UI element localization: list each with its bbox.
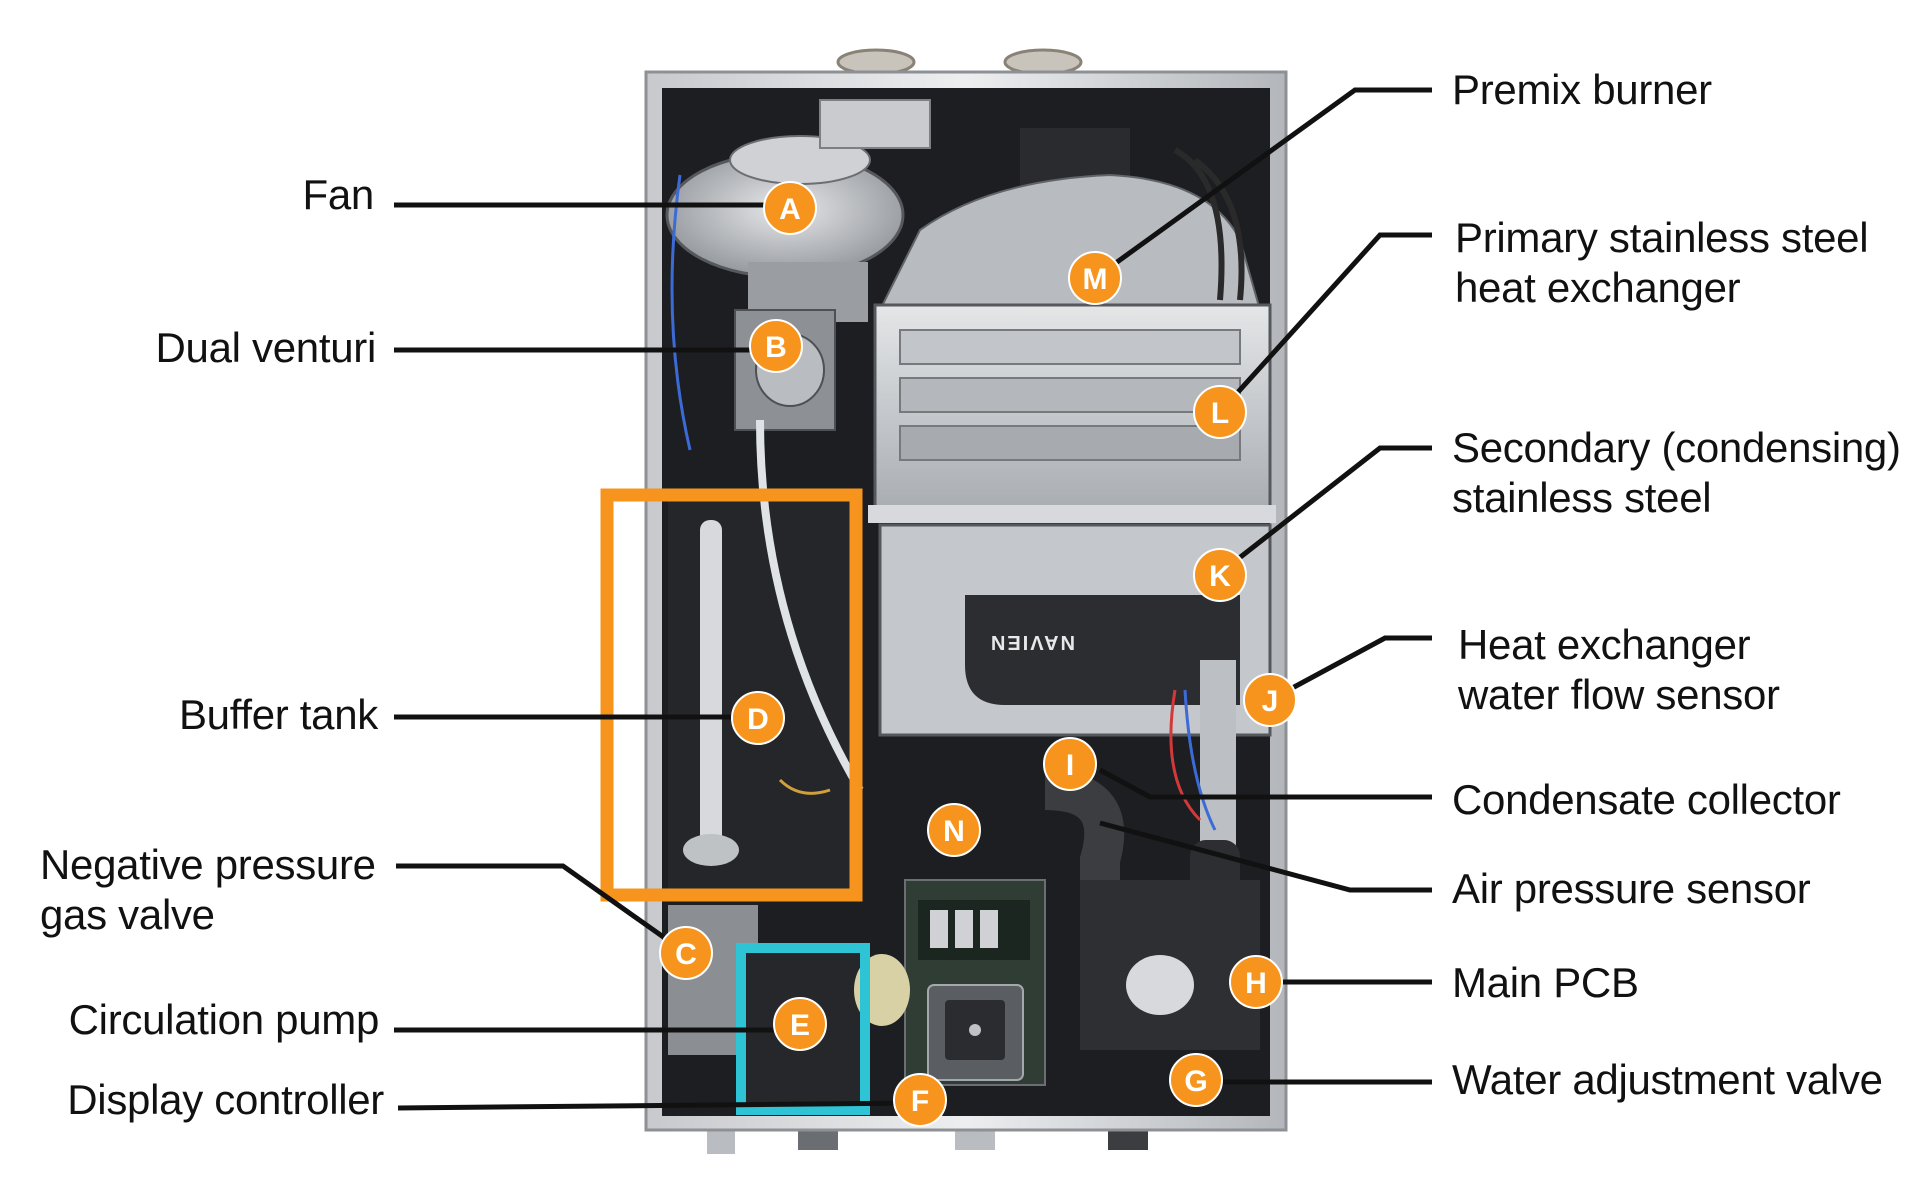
- label-secondary-heat-exchanger: Secondary (condensing) stainless steel: [1452, 424, 1901, 521]
- badge-m: M: [1068, 251, 1122, 305]
- badge-e: E: [773, 997, 827, 1051]
- badge-letter: B: [765, 331, 787, 364]
- label-water-adjustment-valve: Water adjustment valve: [1452, 1056, 1883, 1103]
- badge-k: K: [1193, 548, 1247, 602]
- badge-letter: L: [1211, 397, 1229, 430]
- leader-gas-valve: [396, 863, 688, 956]
- badge-letter: E: [790, 1009, 810, 1042]
- label-buffer-tank: Buffer tank: [178, 691, 378, 738]
- badge-g: G: [1169, 1053, 1223, 1107]
- leader-condensate-collector: [1098, 767, 1432, 800]
- badge-letter: N: [943, 815, 965, 848]
- buffer-tank: [668, 419, 864, 890]
- primary-heat-exchanger: [868, 173, 1276, 523]
- badge-i: I: [1043, 737, 1097, 791]
- badge-letter: I: [1066, 749, 1074, 782]
- label-dual-venturi: Dual venturi: [155, 324, 376, 371]
- label-circulation-pump: Circulation pump: [68, 996, 380, 1043]
- label-fan: Fan: [302, 171, 375, 218]
- badge-letter: G: [1184, 1065, 1207, 1098]
- label-condensate-collector: Condensate collector: [1452, 776, 1841, 823]
- leader-display-controller: [397, 1100, 916, 1111]
- label-display-controller: Display controller: [67, 1076, 384, 1123]
- part-badges: A B C D E F G H I J K L M N: [659, 181, 1297, 1127]
- leader-secondary-hx: [1218, 445, 1432, 575]
- badge-n: N: [927, 803, 981, 857]
- label-premix-burner: Premix burner: [1452, 66, 1712, 113]
- badge-h: H: [1229, 955, 1283, 1009]
- badge-letter: M: [1083, 263, 1108, 296]
- bottom-fittings: [707, 1128, 1148, 1154]
- label-heat-exchanger-water-flow-sensor: Heat exchanger water flow sensor: [1458, 621, 1780, 718]
- badge-d: D: [731, 691, 785, 745]
- leader-air-pressure-sensor: [1099, 820, 1432, 893]
- badge-b: B: [749, 319, 803, 373]
- leader-flow-sensor: [1268, 635, 1432, 703]
- leader-premix-burner: [1093, 87, 1432, 281]
- badge-f: F: [893, 1073, 947, 1127]
- label-main-pcb: Main PCB: [1452, 959, 1639, 1006]
- buffer-tank-highlight-box: [600, 488, 863, 902]
- badge-letter: H: [1245, 967, 1267, 1000]
- wiring: [670, 147, 1245, 831]
- top-fittings: [836, 48, 1083, 76]
- display-controller: [927, 984, 1024, 1081]
- badge-c: C: [659, 926, 713, 980]
- label-primary-heat-exchanger: Primary stainless steel heat exchanger: [1455, 214, 1869, 311]
- badge-letter: F: [911, 1085, 929, 1118]
- badge-letter: C: [675, 938, 697, 971]
- leader-primary-hx: [1218, 232, 1432, 414]
- badge-letter: A: [779, 193, 801, 226]
- brand-logo: NAVIEN: [989, 631, 1075, 653]
- condensate-area: [1044, 660, 1240, 930]
- label-negative-pressure-gas-valve: Negative pressure gas valve: [40, 841, 376, 938]
- badge-j: J: [1243, 673, 1297, 727]
- badge-letter: J: [1262, 685, 1279, 718]
- badge-letter: D: [747, 703, 769, 736]
- badge-l: L: [1193, 385, 1247, 439]
- label-air-pressure-sensor: Air pressure sensor: [1452, 865, 1811, 912]
- leader-lines: [394, 87, 1432, 1111]
- badge-a: A: [763, 181, 817, 235]
- badge-letter: K: [1209, 560, 1231, 593]
